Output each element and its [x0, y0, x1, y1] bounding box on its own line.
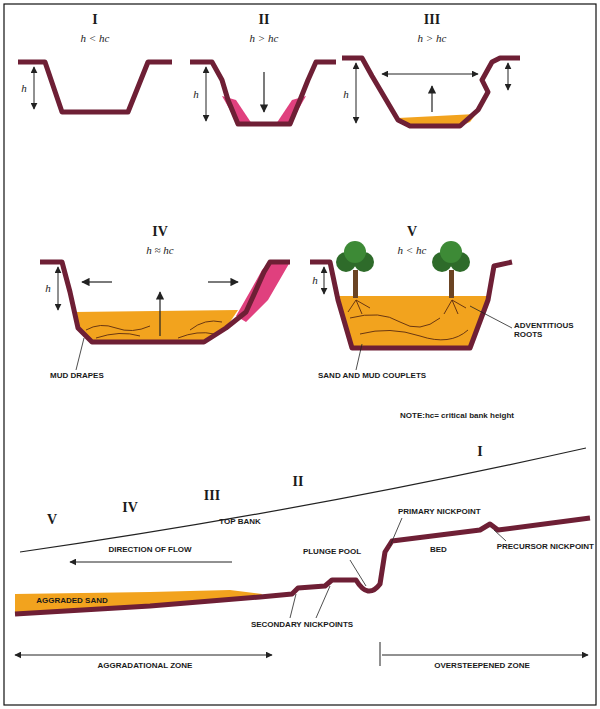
section-4	[40, 262, 290, 370]
annotation-label: AGGRADATIONAL ZONE	[98, 662, 193, 671]
dimension-label: h	[193, 88, 199, 100]
height-condition: h > hc	[250, 32, 279, 44]
annotation-label: BED	[430, 546, 447, 555]
dimension-label: h	[343, 88, 349, 100]
section-3	[342, 58, 520, 126]
stage-numeral: III	[424, 12, 440, 27]
annotation-label: PRECURSOR NICKPOINT	[497, 543, 594, 552]
stage-numeral: II	[293, 474, 304, 489]
height-condition: h > hc	[418, 32, 447, 44]
annotation-label: OVERSTEEPENED ZONE	[434, 662, 530, 671]
dimension-label: h	[21, 82, 27, 94]
stage-numeral: II	[259, 12, 270, 27]
stage-numeral: IV	[152, 224, 168, 239]
annotation-label: SECONDARY NICKPOINTS	[251, 621, 353, 630]
annotation-label: NOTE:hc= critical bank height	[400, 412, 514, 421]
annotation-label: PRIMARY NICKPOINT	[398, 508, 481, 517]
annotation-label: AGGRADED SAND	[36, 597, 108, 606]
annotation-label: PLUNGE POOL	[303, 548, 361, 557]
stage-numeral: V	[407, 224, 417, 239]
annotation-label: TOP BANK	[219, 518, 261, 527]
stage-numeral: I	[477, 444, 482, 459]
dimension-label: h	[45, 282, 51, 294]
height-condition: h < hc	[398, 244, 427, 256]
annotation-label: ADVENTITIOUS ROOTS	[514, 322, 586, 340]
frame	[4, 4, 596, 705]
long-profile	[15, 448, 590, 666]
stage-numeral: IV	[122, 500, 138, 515]
bed-line	[15, 518, 590, 614]
height-condition: h ≈ hc	[146, 244, 173, 256]
stage-numeral: V	[47, 512, 57, 527]
section-1	[18, 62, 172, 112]
stage-numeral: III	[204, 488, 220, 503]
annotation-label: MUD DRAPES	[50, 372, 104, 381]
section-5	[310, 241, 512, 370]
stage-numeral: I	[92, 12, 97, 27]
tree	[336, 241, 374, 298]
annotation-label: SAND AND MUD COUPLETS	[318, 372, 426, 381]
section-2	[190, 62, 336, 124]
height-condition: h < hc	[81, 32, 110, 44]
top-bank-line	[20, 448, 586, 552]
annotation-label: DIRECTION OF FLOW	[108, 546, 191, 555]
dimension-label: h	[312, 274, 318, 286]
tree	[432, 241, 470, 298]
